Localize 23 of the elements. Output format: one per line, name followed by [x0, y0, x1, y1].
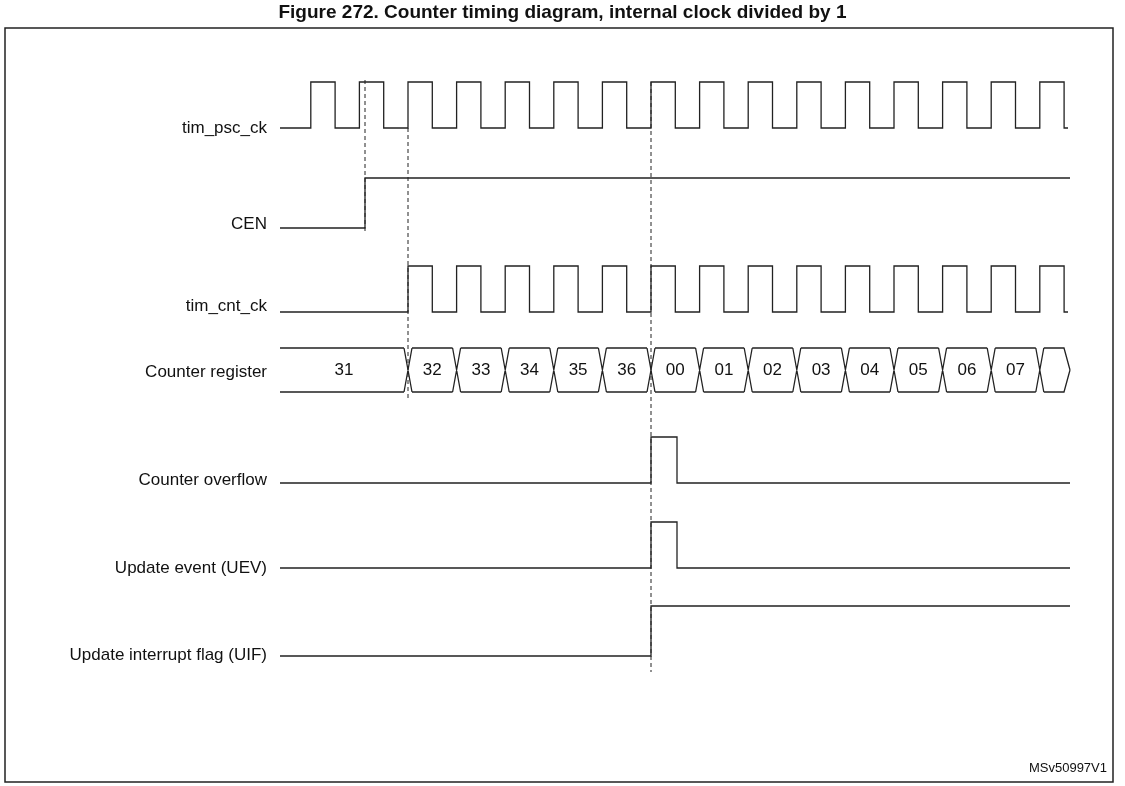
signal-name: Update interrupt flag (UIF) [69, 645, 267, 665]
counter-value: 35 [567, 360, 589, 380]
counter-value: 04 [859, 360, 881, 380]
counter-value: 01 [713, 360, 735, 380]
counter-value: 00 [664, 360, 686, 380]
signal-name: CEN [231, 214, 267, 234]
counter-value: 05 [907, 360, 929, 380]
counter-value: 34 [519, 360, 540, 380]
counter-value: 06 [956, 360, 978, 380]
counter-value: 02 [762, 360, 783, 380]
counter-value: 07 [1005, 360, 1026, 380]
signal-name: tim_cnt_ck [185, 296, 267, 316]
figure-title: Figure 272. Counter timing diagram, internal clock divided by 1 [277, 2, 848, 22]
counter-value: 33 [470, 360, 492, 380]
signal-name: tim_psc_ck [181, 118, 267, 138]
counter-value: 03 [810, 360, 832, 380]
signal-name: Update event (UEV) [114, 558, 267, 578]
signal-name: Counter register [145, 362, 267, 382]
signal-name: Counter overflow [138, 470, 267, 490]
counter-value: 32 [421, 360, 443, 380]
figure-id: MSv50997V1 [1028, 759, 1107, 777]
counter-value: 36 [616, 360, 638, 380]
counter-value: 31 [333, 360, 355, 380]
